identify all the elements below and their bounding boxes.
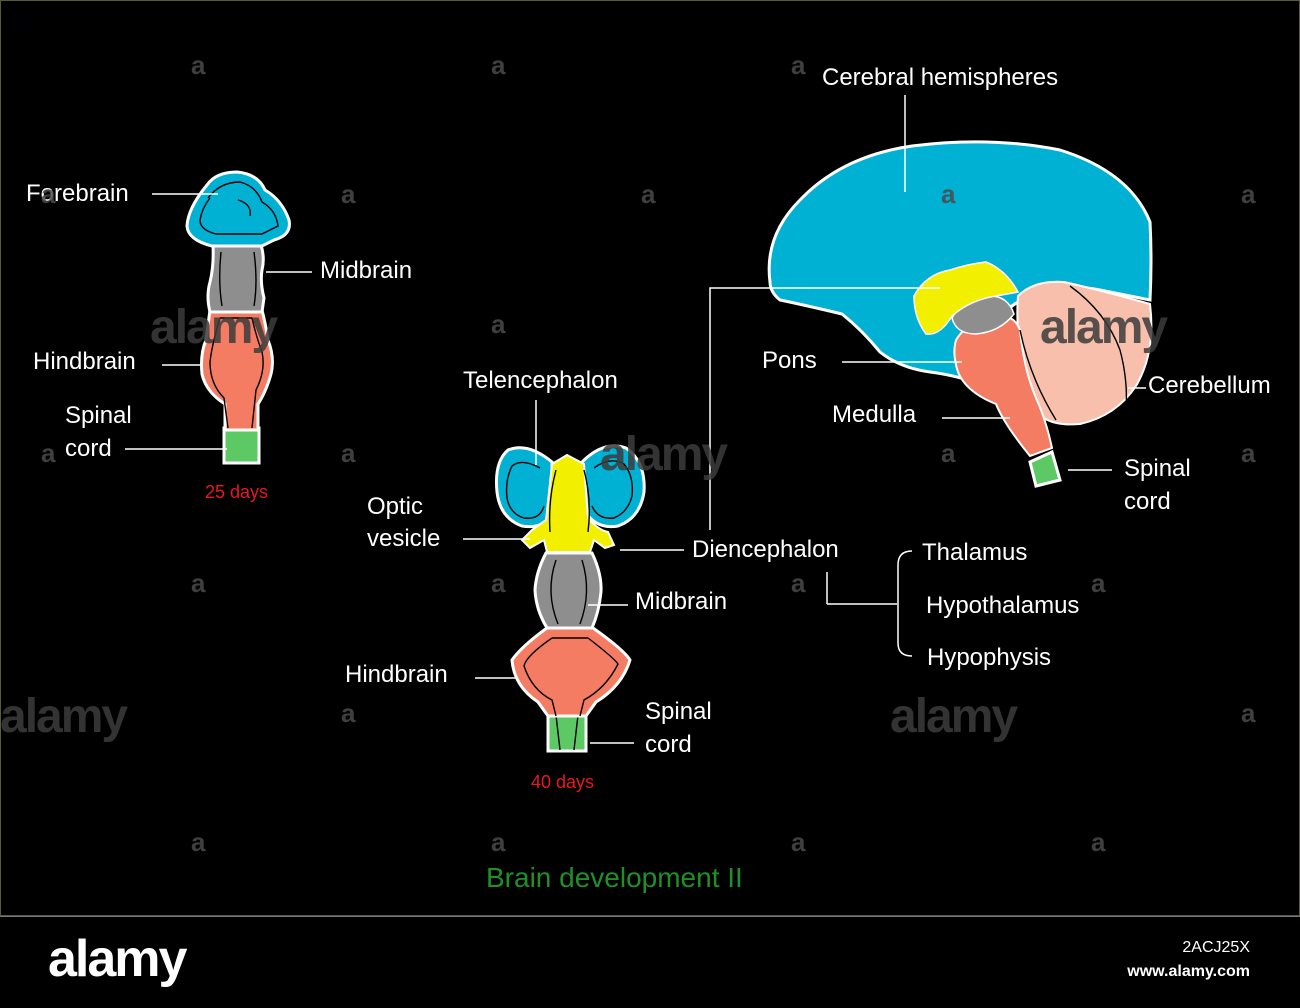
spinal-cord-label-line1: Spinal: [65, 402, 132, 429]
svg-text:a: a: [941, 438, 956, 468]
svg-text:a: a: [791, 50, 806, 80]
telencephalon-label: Telencephalon: [463, 367, 618, 394]
spinal-cord-40-label-line2: cord: [645, 731, 692, 758]
spinal-cord-adult-label-line2: cord: [1124, 488, 1171, 515]
adult-brain: Cerebral hemispheres Pons Medulla Cerebe…: [709, 64, 1271, 530]
age-label-40: 40 days: [531, 772, 594, 792]
medulla-label: Medulla: [832, 401, 917, 428]
footer-bar: alamy 2ACJ25X www.alamy.com: [0, 916, 1300, 1008]
svg-text:a: a: [41, 438, 56, 468]
svg-text:a: a: [641, 179, 656, 209]
svg-text:a: a: [1091, 827, 1106, 857]
midbrain-40: [533, 551, 603, 630]
midbrain-40-label: Midbrain: [635, 588, 727, 615]
age-label-25: 25 days: [205, 482, 268, 502]
spinal-cord-40: [546, 713, 588, 753]
svg-text:a: a: [341, 698, 356, 728]
stage-40-days: Telencephalon Optic vesicle Diencephalon…: [345, 367, 1079, 792]
spinal-cord-adult: [1028, 449, 1062, 488]
diencephalon-label: Diencephalon: [692, 536, 839, 563]
svg-text:alamy: alamy: [1040, 301, 1168, 354]
svg-text:alamy: alamy: [600, 428, 728, 481]
optic-vesicle-label-line2: vesicle: [367, 525, 440, 552]
hypophysis-label: Hypophysis: [927, 644, 1051, 671]
spinal-cord-40-label-line1: Spinal: [645, 698, 712, 725]
midbrain-25: [206, 243, 266, 314]
hindbrain-40-label: Hindbrain: [345, 661, 448, 688]
svg-text:a: a: [191, 50, 206, 80]
hindbrain-label: Hindbrain: [33, 348, 136, 375]
watermark: alamy alamy alamy alamy alamy a a a a a …: [0, 50, 1256, 857]
footer-image-id: 2ACJ25X: [1182, 939, 1250, 956]
footer-logo: alamy: [48, 930, 187, 988]
svg-text:a: a: [1091, 568, 1106, 598]
spinal-cord-label-line2: cord: [65, 435, 112, 462]
stage-25-days: Forebrain Midbrain Hindbrain Spinal cord…: [26, 170, 412, 502]
spinal-cord-adult-label-line1: Spinal: [1124, 455, 1191, 482]
svg-text:alamy: alamy: [890, 690, 1018, 743]
diencephalon-40: [520, 453, 616, 553]
footer-url: www.alamy.com: [1127, 963, 1250, 980]
svg-text:a: a: [341, 438, 356, 468]
forebrain-label: Forebrain: [26, 180, 129, 207]
svg-text:a: a: [1241, 438, 1256, 468]
cerebellum-label: Cerebellum: [1148, 372, 1271, 399]
pons-label: Pons: [762, 347, 817, 374]
forebrain-25: [185, 170, 291, 248]
optic-vesicle-label-line1: Optic: [367, 493, 423, 520]
svg-text:a: a: [491, 568, 506, 598]
svg-text:a: a: [41, 179, 56, 209]
svg-text:a: a: [491, 309, 506, 339]
svg-text:a: a: [191, 827, 206, 857]
svg-text:a: a: [791, 568, 806, 598]
cerebral-hemispheres-label: Cerebral hemispheres: [822, 64, 1058, 91]
svg-text:alamy: alamy: [0, 690, 128, 743]
svg-text:a: a: [491, 827, 506, 857]
svg-text:a: a: [191, 568, 206, 598]
svg-text:a: a: [941, 179, 956, 209]
thalamus-label: Thalamus: [922, 539, 1027, 566]
svg-text:a: a: [491, 50, 506, 80]
svg-text:a: a: [1241, 179, 1256, 209]
diagram-title: Brain development II: [486, 862, 743, 893]
svg-text:a: a: [341, 179, 356, 209]
svg-text:a: a: [791, 827, 806, 857]
svg-text:a: a: [1241, 698, 1256, 728]
telencephalon-left: [495, 446, 554, 529]
spinal-cord-25: [222, 426, 261, 465]
hypothalamus-label: Hypothalamus: [926, 592, 1079, 619]
midbrain-label: Midbrain: [320, 257, 412, 284]
svg-text:alamy: alamy: [150, 301, 278, 354]
diencephalon-adult: [913, 261, 1020, 335]
